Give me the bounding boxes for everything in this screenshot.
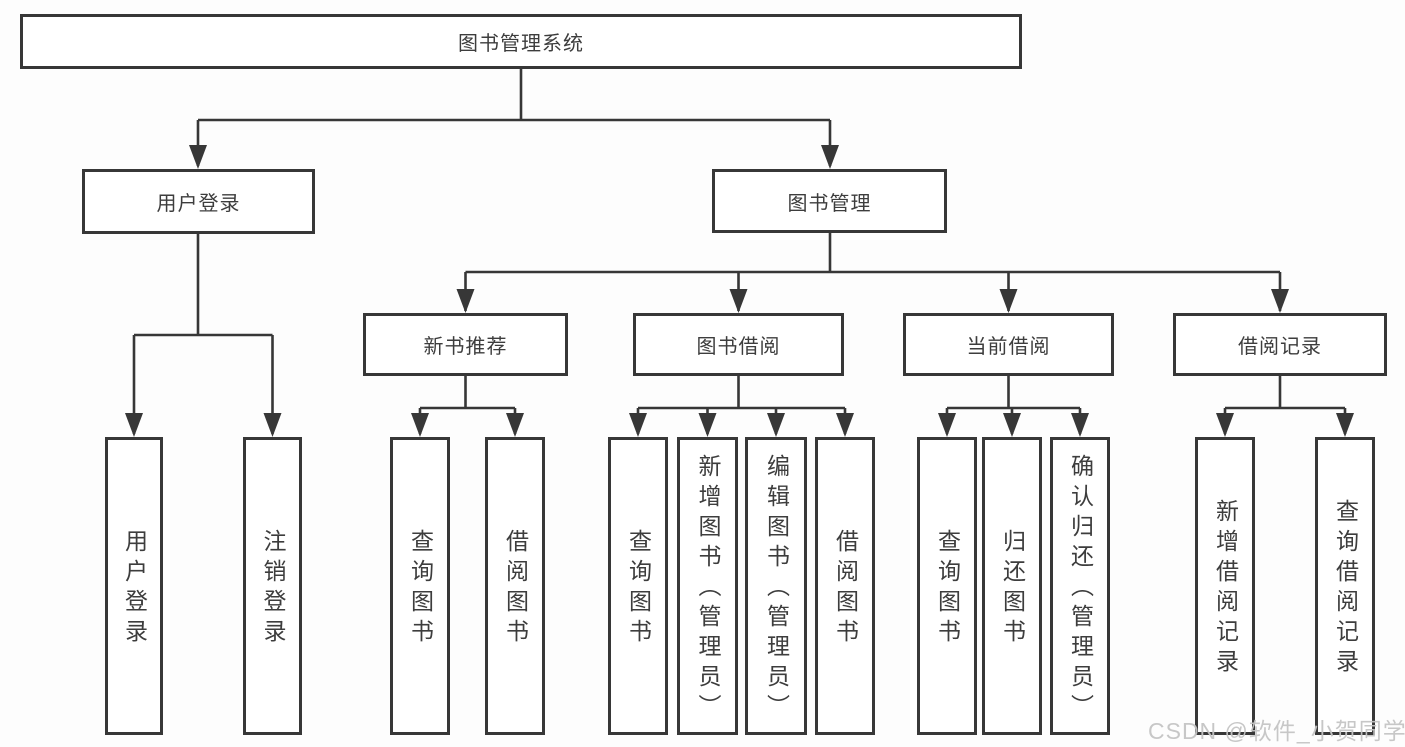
leaf-query-books-recommend: 查询图书 — [390, 437, 450, 735]
leaf-edit-book-admin: 编辑图书（管理员） — [745, 437, 807, 735]
leaf-query-books-borrow: 查询图书 — [608, 437, 668, 735]
leaf-query-borrow-record: 查询借阅记录 — [1315, 437, 1375, 735]
node-library-system: 图书管理系统 — [20, 14, 1022, 69]
leaf-confirm-return-admin: 确认归还（管理员） — [1050, 437, 1110, 735]
node-book-borrow: 图书借阅 — [633, 313, 844, 376]
leaf-query-books-current: 查询图书 — [917, 437, 977, 735]
leaf-add-book-admin: 新增图书（管理员） — [677, 437, 738, 735]
leaf-borrow-books: 借阅图书 — [815, 437, 875, 735]
node-new-book-recommend: 新书推荐 — [363, 313, 568, 376]
leaf-borrow-books-recommend: 借阅图书 — [485, 437, 545, 735]
node-user-login: 用户登录 — [82, 169, 315, 234]
leaf-logout: 注销登录 — [243, 437, 302, 735]
leaf-user-login: 用户登录 — [105, 437, 163, 735]
csdn-watermark: CSDN @软件_小贺同学 — [1148, 718, 1405, 744]
leaf-add-borrow-record: 新增借阅记录 — [1195, 437, 1255, 735]
node-current-borrow: 当前借阅 — [903, 313, 1114, 376]
leaf-return-book: 归还图书 — [982, 437, 1042, 735]
node-book-management: 图书管理 — [712, 169, 947, 233]
node-borrow-records: 借阅记录 — [1173, 313, 1387, 376]
